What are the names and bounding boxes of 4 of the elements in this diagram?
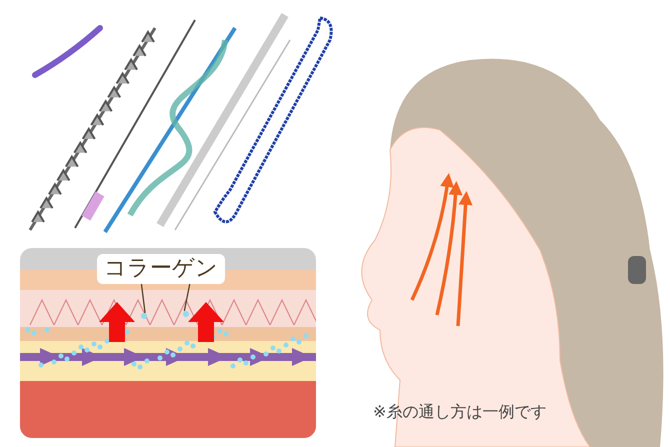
label-box: コラーゲン bbox=[97, 254, 225, 284]
leader-line bbox=[184, 284, 190, 312]
note-text: ※糸の通し方は一例です bbox=[373, 402, 546, 423]
leader-line bbox=[140, 284, 146, 314]
